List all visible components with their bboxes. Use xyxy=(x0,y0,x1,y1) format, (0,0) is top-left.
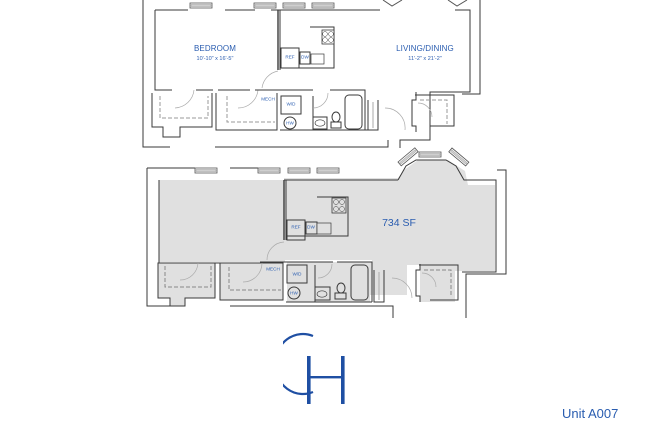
room-bedroom: BEDROOM 10'-10" x 16'-5" xyxy=(194,44,236,62)
refrigerator-label: REF xyxy=(291,224,301,230)
room-dimensions: 10'-10" x 16'-5" xyxy=(196,56,234,62)
room-name: LIVING/DINING xyxy=(396,44,454,53)
washer-dryer-label: W/D xyxy=(292,271,302,277)
mech-label: MECH xyxy=(261,96,275,102)
dishwasher-label: DW xyxy=(301,54,309,60)
refrigerator-label: REF xyxy=(285,54,295,60)
unit-label: Unit A007 xyxy=(562,406,619,421)
water-heater-label: HW xyxy=(290,290,298,296)
room-name: BEDROOM xyxy=(193,44,237,53)
washer-dryer-label: W/D xyxy=(286,101,296,107)
area-label: 734 SF xyxy=(382,217,416,229)
mech-label: MECH xyxy=(266,266,280,272)
ch-logo xyxy=(283,332,345,404)
upper-floor-plan xyxy=(142,0,481,148)
lower-floor-plan xyxy=(146,147,507,318)
dishwasher-label: DW xyxy=(307,224,315,230)
room-living-dining: LIVING/DINING 11'-2" x 21'-2" xyxy=(396,44,454,62)
room-dimensions: 11'-2" x 21'-2" xyxy=(408,56,442,62)
water-heater-label: HW xyxy=(286,120,294,126)
